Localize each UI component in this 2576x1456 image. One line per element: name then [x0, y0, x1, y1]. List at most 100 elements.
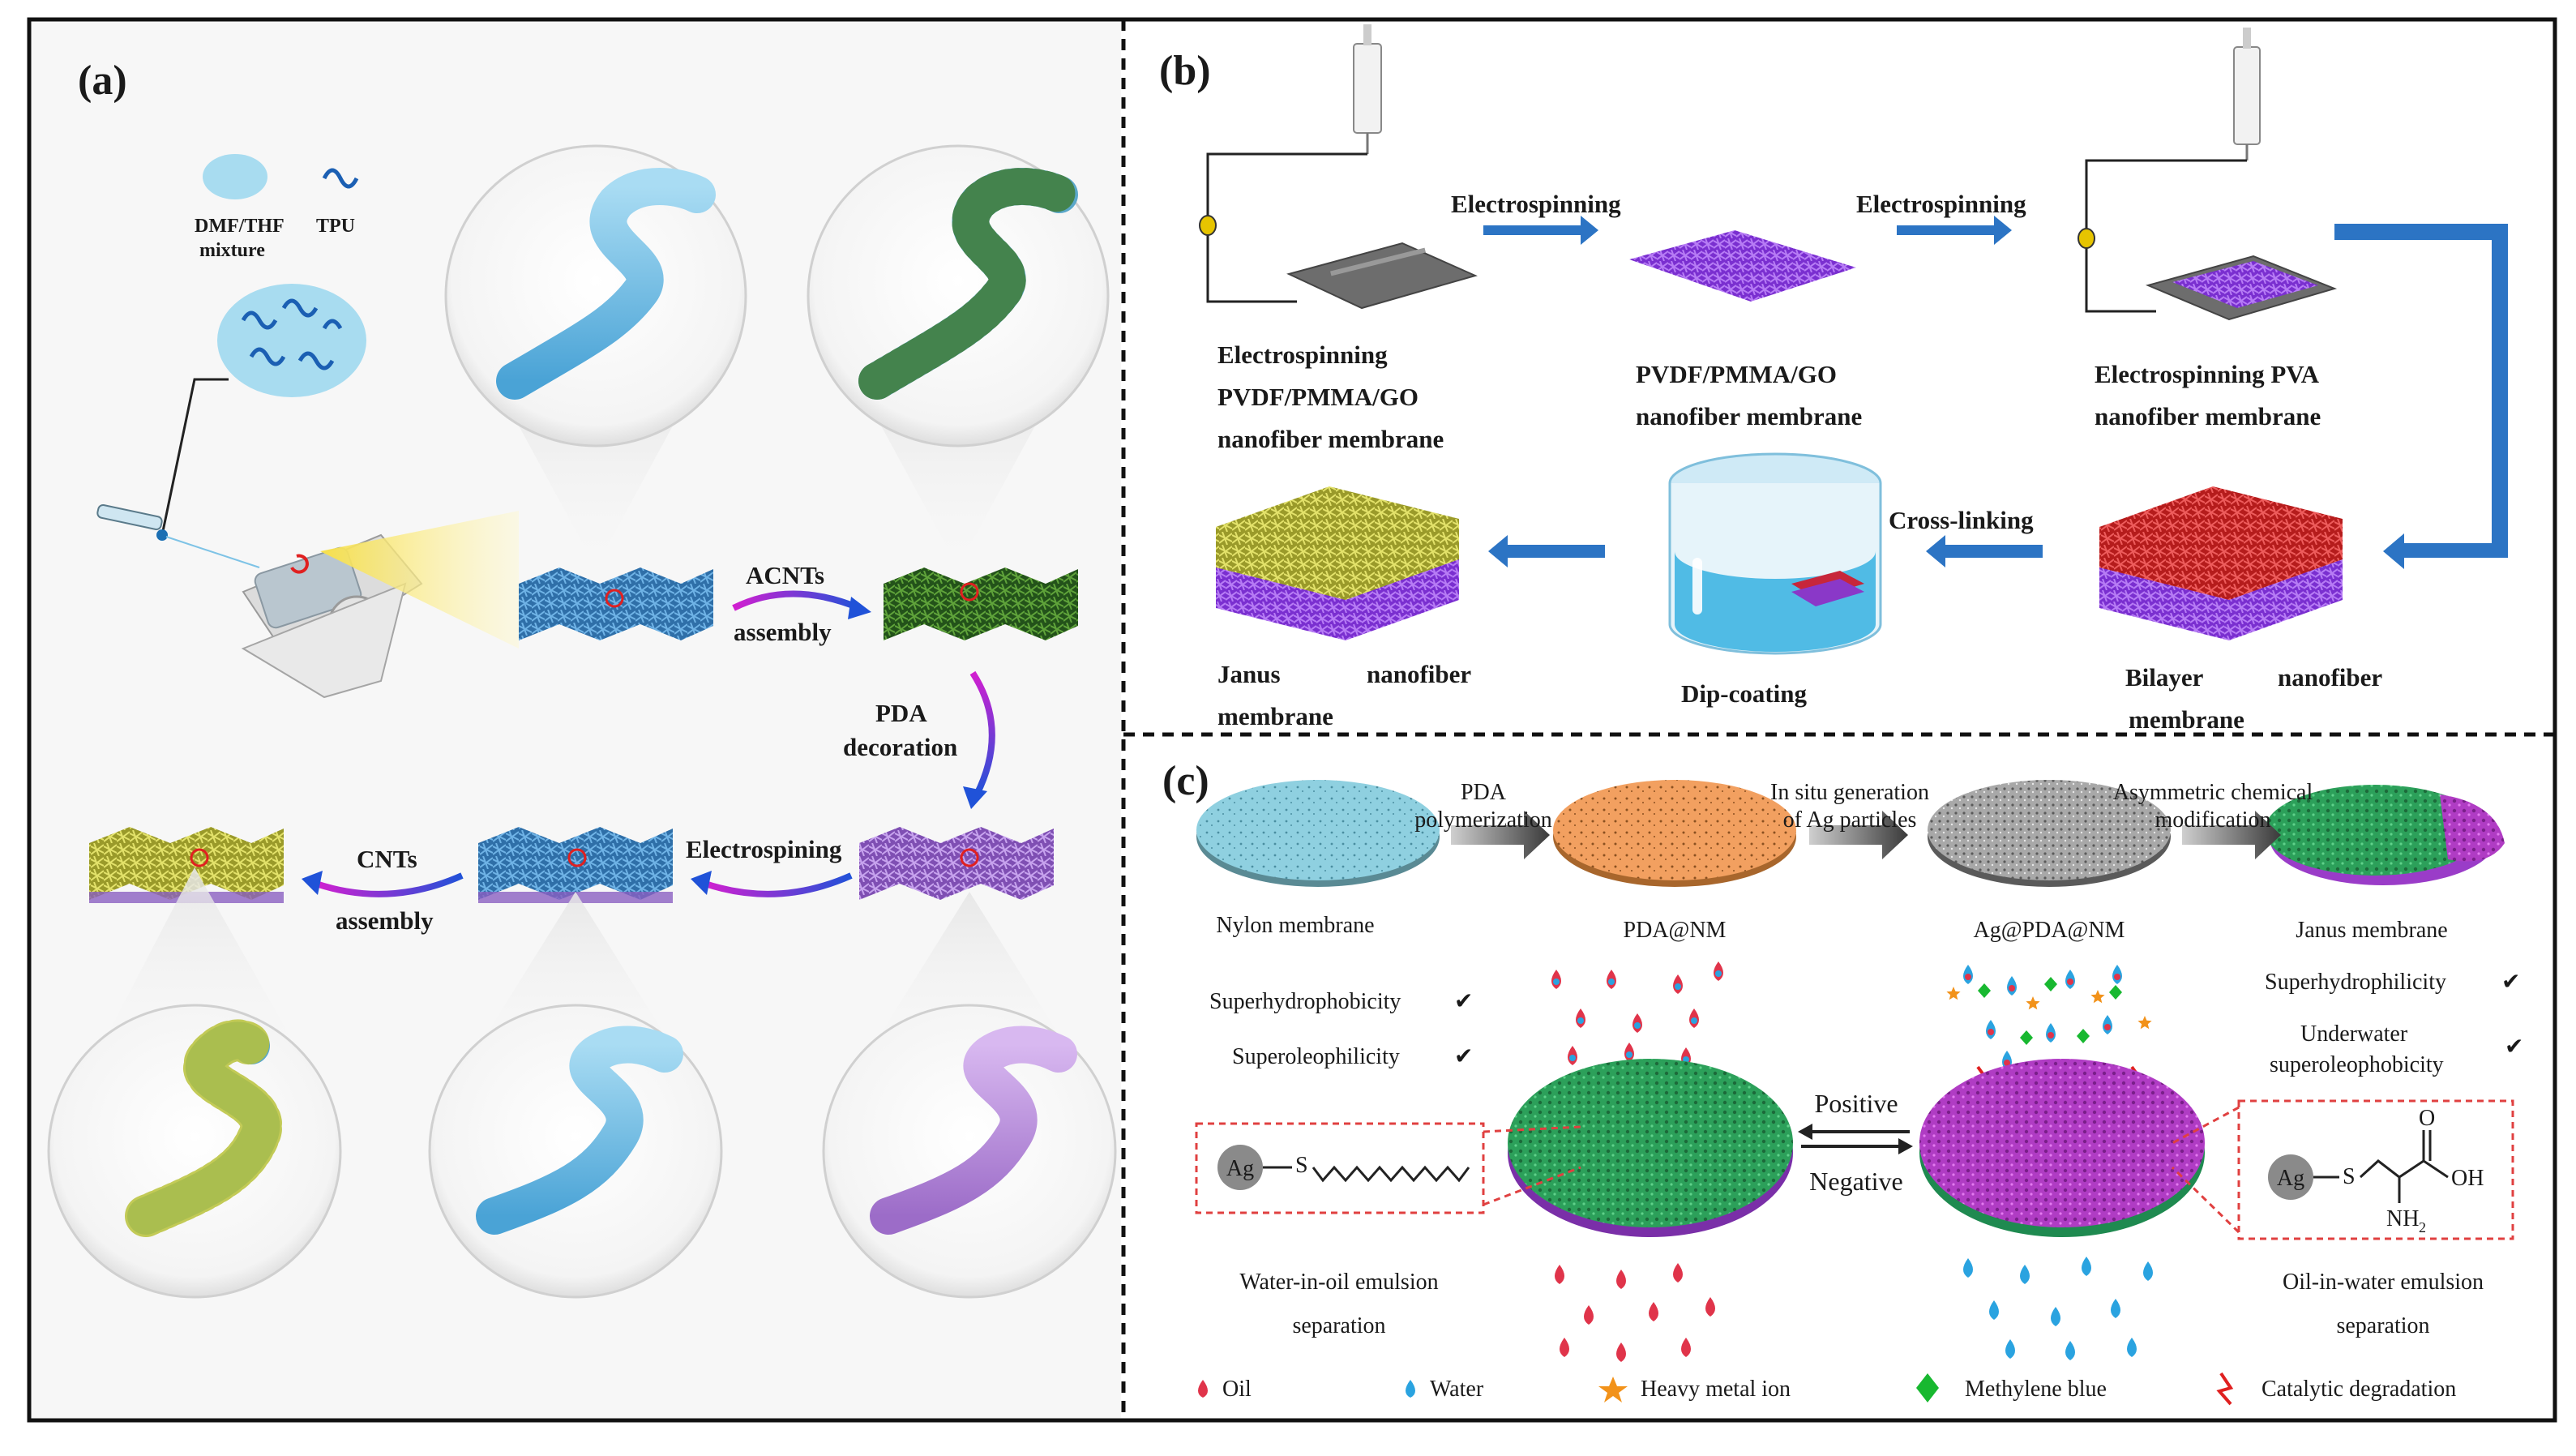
ag-symbol: Ag	[1226, 1156, 1254, 1181]
positive-label: Positive	[1814, 1089, 1898, 1118]
nylon-membrane-disc	[1196, 780, 1440, 880]
left-separation-line-2: separation	[1292, 1313, 1385, 1338]
amine-symbol: NH	[2386, 1206, 2419, 1231]
janus-membrane-label: Janus membrane	[2296, 918, 2447, 943]
arrow2-label: Electrospinning	[1856, 190, 2026, 218]
pvdf-membrane	[1629, 230, 1856, 302]
methylene-blue-molecule	[2044, 977, 2057, 991]
electrospinning-arrow-1	[1483, 216, 1598, 245]
water-with-oil-drop-core	[1988, 1029, 1994, 1035]
bilayer-caption-2: membrane	[2129, 705, 2244, 734]
nylon-label: Nylon membrane	[1216, 913, 1374, 938]
electrospinning-arrow-2	[1897, 216, 2012, 245]
blue-purple-mat	[478, 827, 673, 900]
water-with-oil-drop-core	[1965, 974, 1971, 980]
caption-1-line-3: nanofiber membrane	[1217, 425, 1444, 453]
legend-polymer-label: TPU	[316, 216, 355, 237]
water-drop	[2051, 1307, 2060, 1326]
voltage-source-icon	[1199, 215, 1217, 236]
electrospining-arrow	[704, 872, 853, 897]
arrow3-label-2: modification	[2155, 807, 2270, 833]
panel-b-label: (b)	[1159, 48, 1211, 94]
water-drop	[2127, 1338, 2137, 1357]
oil-with-water-drop-core	[1577, 1017, 1584, 1024]
arrow2-label-1: In situ generation	[1770, 780, 1929, 805]
ag-atom	[1217, 1145, 1263, 1190]
check-icon: ✔	[2501, 970, 2520, 995]
callout-line	[2171, 1166, 2240, 1234]
pda-disc	[1553, 780, 1796, 880]
water-drop-icon	[1406, 1380, 1415, 1398]
collector-plate	[1286, 242, 1478, 310]
janus-caption-2: membrane	[1217, 702, 1333, 730]
crosslinking-label: Cross-linking	[1889, 506, 2034, 534]
oil-drop	[1555, 1265, 1564, 1284]
acnts-assembly-label: assembly	[734, 618, 832, 646]
left-prop-1: Superhydrophobicity	[1209, 989, 1401, 1014]
dip-caption: Dip-coating	[1681, 679, 1808, 708]
right-prop-2-line-1: Underwater	[2300, 1021, 2408, 1047]
pvdf-on-plate	[2172, 261, 2318, 308]
hydroxyl-symbol: OH	[2451, 1166, 2484, 1191]
caption-1-line-1: Electrospinning	[1217, 340, 1388, 369]
acnt-mat	[884, 567, 1078, 640]
janus-fiber-zoom	[47, 867, 342, 1299]
oil-drop	[1584, 1305, 1594, 1325]
heavy-metal-ion	[2026, 996, 2040, 1010]
pda-nm-label: PDA@NM	[1624, 918, 1727, 943]
janus-caption-b: nanofiber	[1367, 660, 1471, 688]
caption-3-line-2: nanofiber membrane	[2095, 402, 2321, 430]
oil-drop	[1705, 1297, 1715, 1317]
water-with-oil-drop-core	[2104, 1024, 2111, 1030]
amine-subscript: 2	[2419, 1219, 2426, 1235]
caption-1-line-2: PVDF/PMMA/GO	[1217, 383, 1419, 411]
yellow-mat	[89, 827, 284, 900]
water-with-oil-drop-core	[2009, 985, 2015, 991]
check-icon: ✔	[2505, 1034, 2523, 1060]
cnts-assembly-arrowhead	[302, 871, 323, 895]
oil-drop	[1649, 1302, 1658, 1321]
ag-pda-nm-label: Ag@PDA@NM	[1974, 918, 2125, 943]
collector-plate-edge	[1330, 247, 1426, 276]
cnts-assembly-arrow	[315, 872, 464, 897]
syringe-icon	[2233, 28, 2261, 161]
legend: Oil Water Heavy metal ion Methylene blue…	[1198, 1372, 2456, 1406]
legend-heavy-metal: Heavy metal ion	[1641, 1377, 1791, 1402]
oil-drop-icon	[1198, 1380, 1208, 1398]
right-prop-1: Superhydrophilicity	[2265, 970, 2446, 995]
panel-b: (b) Electrospinning Electrospinning	[1159, 24, 2508, 734]
pda-decoration-label: decoration	[843, 733, 957, 761]
heavy-metal-ion	[2137, 1016, 2152, 1030]
oil-drop	[1616, 1343, 1626, 1362]
arrow1-label-2: polymerization	[1414, 807, 1552, 833]
dip-to-janus-arrow	[1488, 535, 1605, 567]
water-drop	[2111, 1299, 2120, 1318]
mat-marker	[960, 582, 979, 602]
process-arrow-l	[2334, 224, 2508, 569]
water-with-oil-drop-core	[2067, 979, 2073, 985]
pda-decoration-arrowhead	[963, 786, 987, 809]
janus-membrane-curled	[2265, 785, 2505, 885]
ag-atom	[2268, 1154, 2313, 1200]
lightning-icon	[2216, 1372, 2234, 1406]
sulfur-symbol: S	[1295, 1153, 1308, 1178]
caption-2-line-2: nanofiber membrane	[1636, 402, 1862, 430]
hydrophobic-membrane	[1508, 1059, 1793, 1227]
check-icon: ✔	[1454, 989, 1473, 1014]
negative-arrowhead	[1898, 1138, 1913, 1154]
callout-line	[2172, 1106, 2240, 1145]
alkyl-chain	[1312, 1165, 1470, 1183]
methylene-blue-molecule	[1978, 983, 1991, 998]
polymer-chain-icon	[322, 168, 359, 189]
water-drop	[1989, 1300, 1999, 1320]
water-drop	[2020, 1265, 2030, 1284]
right-separation-line-2: separation	[2336, 1313, 2429, 1338]
solution-bubble	[217, 284, 366, 397]
oil-drop	[1616, 1270, 1626, 1289]
panel-a: (a) DMF/THF mixture TPU	[47, 58, 1117, 1299]
purple-fiber-zoom	[822, 892, 1117, 1299]
pda-polymerization-arrow	[1451, 811, 1550, 859]
mat-marker	[190, 848, 209, 867]
panel-a-label: (a)	[78, 58, 127, 104]
blue-fiber-zoom	[428, 892, 723, 1299]
